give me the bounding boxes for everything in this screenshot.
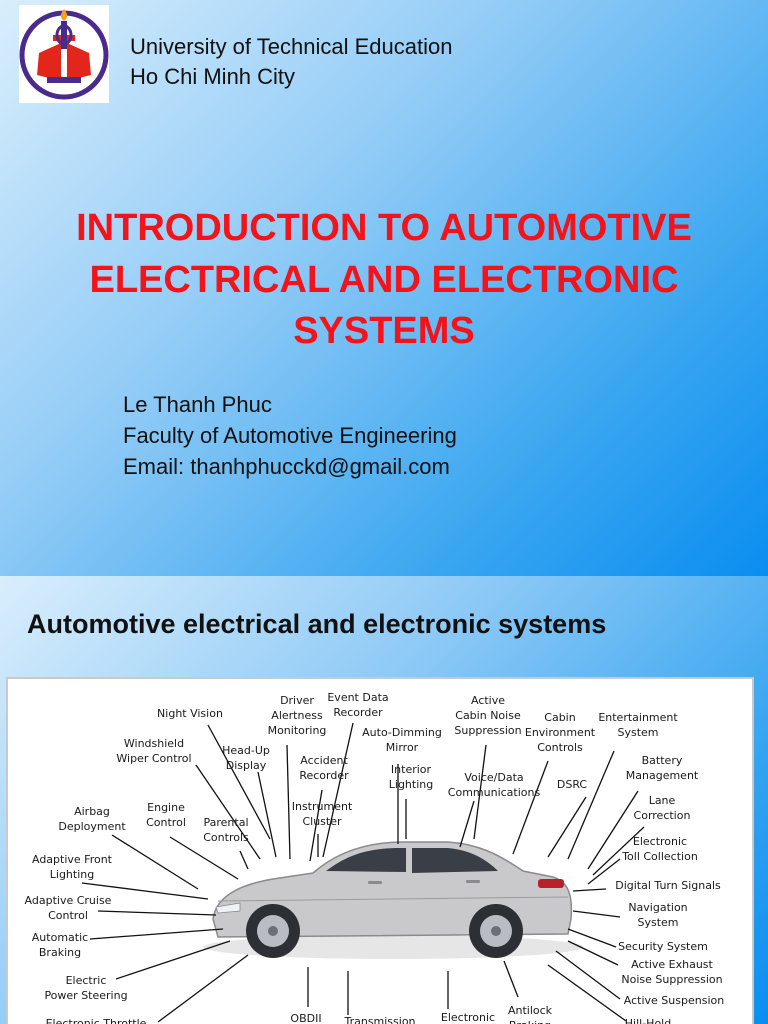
leader-line-lane-correction: [592, 826, 645, 876]
diagram-label-dsrc: DSRC: [557, 778, 588, 791]
leader-line-active-cabin-noise: [473, 744, 487, 840]
leader-line-electronic-toll: [587, 858, 621, 885]
leader-line-navigation: [572, 910, 621, 918]
systems-slide: Automotive electrical and electronic sys…: [0, 576, 768, 1024]
diagram-label-digital-turn-signals: Digital Turn Signals: [615, 879, 721, 892]
author-email: Email: thanhphucckd@gmail.com: [123, 454, 450, 479]
leader-line-accident-recorder: [309, 789, 323, 862]
diagram-label-hill-hold: Hill-Hold: [625, 1017, 671, 1024]
leader-line-antilock-braking: [503, 960, 519, 998]
leader-line-cabin-environment: [512, 760, 549, 855]
institution-line-2: Ho Chi Minh City: [130, 64, 296, 89]
leader-line-adaptive-cruise: [97, 910, 217, 916]
leader-line-airbag: [111, 834, 199, 890]
leader-line-active-exhaust: [567, 940, 619, 966]
leader-line-active-suspension: [555, 950, 621, 1000]
title-line-2: ELECTRICAL AND ELECTRONIC: [89, 259, 679, 301]
leader-line-night-vision: [207, 724, 271, 840]
leader-line-electronic-throttle: [157, 954, 249, 1023]
title-slide: University of Technical Education Ho Chi…: [0, 0, 768, 576]
slide-heading: Automotive electrical and electronic sys…: [27, 609, 607, 639]
leader-line-voice-data: [459, 800, 475, 848]
car-illustration: [203, 841, 583, 959]
leader-line-engine-control: [169, 836, 239, 880]
leader-line-parental-controls: [239, 850, 249, 870]
university-logo: [19, 5, 109, 103]
diagram-label-active-suspension: Active Suspension: [624, 994, 724, 1007]
leader-line-event-data-recorder: [322, 722, 354, 858]
leader-line-battery-management: [587, 790, 639, 870]
leader-line-windshield-wiper: [195, 764, 261, 860]
diagram-label-electronic-throttle: Electronic Throttle: [46, 1017, 147, 1024]
institution-line-1: University of Technical Education: [130, 34, 453, 59]
title-line-3: SYSTEMS: [293, 310, 475, 352]
diagram-label-electronic: Electronic: [441, 1011, 495, 1024]
leader-line-electric-power-steering: [115, 940, 231, 980]
leader-line-driver-alertness: [286, 744, 291, 860]
diagram-label-night-vision: Night Vision: [157, 707, 223, 720]
leader-line-adaptive-front-lighting: [81, 882, 209, 900]
diagram-label-obdii: OBDII: [290, 1012, 321, 1024]
leader-line-head-up-display: [257, 771, 277, 858]
author-name: Le Thanh Phuc: [123, 392, 272, 417]
diagram-label-transmission: Transmission: [343, 1015, 415, 1024]
leader-line-dsrc: [547, 796, 587, 858]
title-line-1: INTRODUCTION TO AUTOMOTIVE: [76, 207, 692, 249]
author-faculty: Faculty of Automotive Engineering: [123, 423, 457, 448]
diagram-label-antilock-braking: AntilockBraking: [508, 1004, 553, 1024]
leader-line-security-system: [567, 928, 617, 948]
leader-line-automatic-braking: [89, 928, 224, 940]
leader-line-digital-turn-signals: [572, 888, 607, 892]
leader-line-hill-hold: [547, 964, 627, 1022]
diagram-label-security-system: Security System: [618, 940, 708, 953]
leader-line-entertainment: [567, 750, 615, 860]
